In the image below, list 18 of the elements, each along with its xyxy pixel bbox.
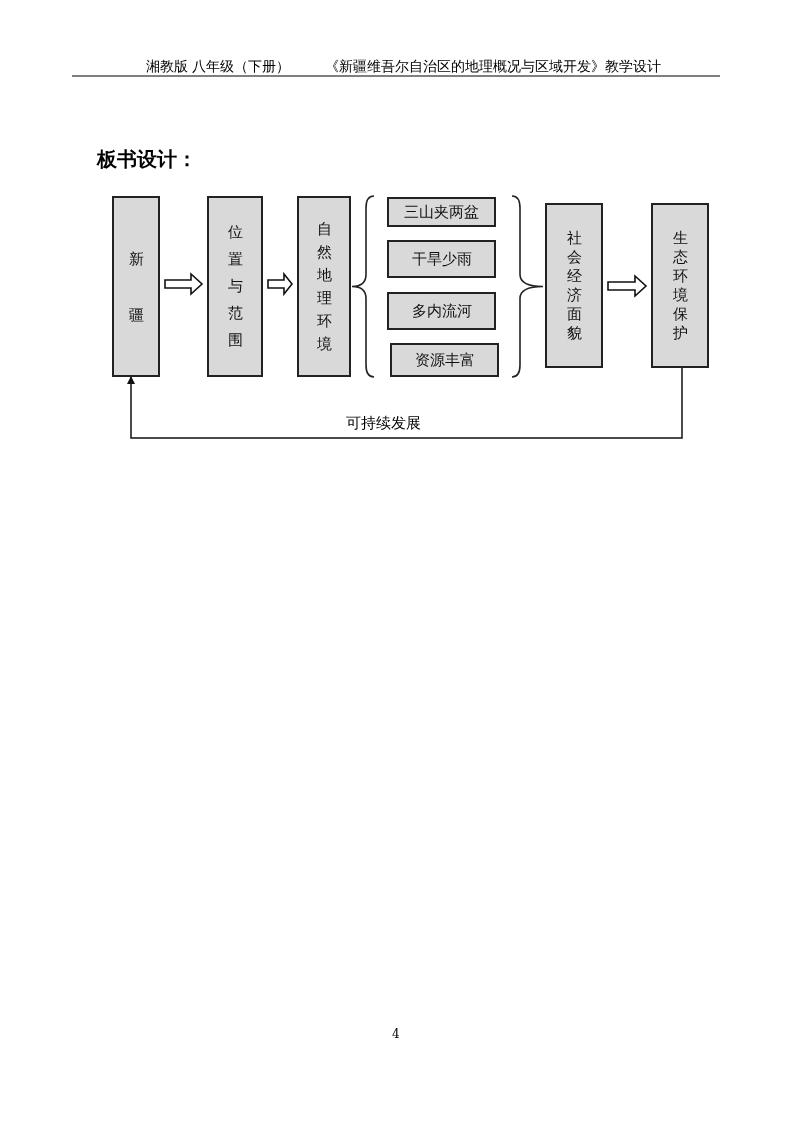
section-title: 板书设计： [97,146,197,173]
text-box: 资源丰富 [390,343,499,377]
vertical-text-box: 社会经济面貌 [545,203,603,368]
edge-label: 可持续发展 [344,414,423,433]
vertical-text-box: 新疆 [112,196,160,377]
page-number: 4 [392,1027,400,1041]
vertical-text-box: 自然地理环境 [297,196,351,377]
text-box: 三山夹两盆 [387,197,496,227]
text-box: 干旱少雨 [387,240,496,278]
block-arrow [164,272,204,296]
vertical-text-box: 生态环境保护 [651,203,709,368]
feedback-arrow [127,367,683,439]
block-arrow [267,271,294,297]
block-arrow [607,274,648,298]
header-text: 湘教版 八年级（下册） [146,58,291,76]
text-box: 多内流河 [387,292,496,330]
vertical-text-box: 位置与范围 [207,196,263,377]
header-text: 《新疆维吾尔自治区的地理概况与区域开发》教学设计 [325,58,661,76]
